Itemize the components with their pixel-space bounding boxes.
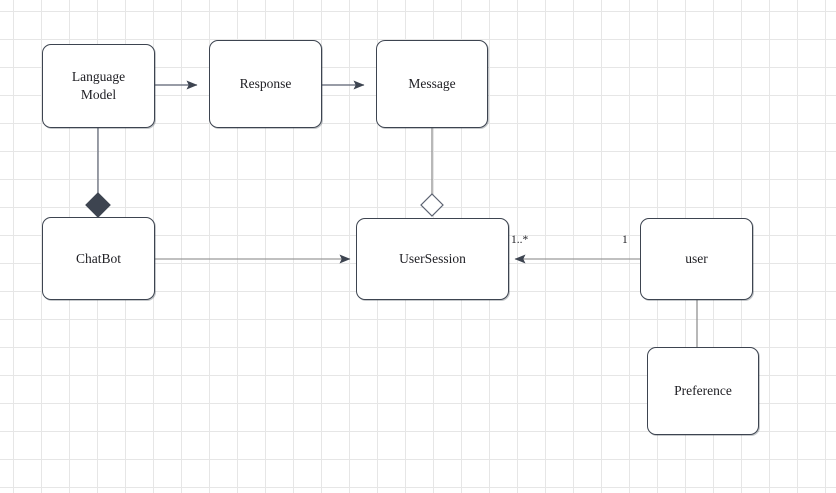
node-user[interactable]: user (640, 218, 753, 300)
node-preference[interactable]: Preference (647, 347, 759, 435)
hollow-diamond-icon (420, 193, 444, 217)
node-message-label: Message (408, 76, 456, 92)
multiplicity-user-side: 1 (622, 234, 628, 246)
node-chatbot[interactable]: ChatBot (42, 217, 155, 300)
node-language-model[interactable]: Language Model (42, 44, 155, 128)
node-usersession-label: UserSession (399, 251, 466, 267)
multiplicity-usersession-side: 1..* (511, 234, 529, 246)
filled-diamond-icon (85, 192, 111, 218)
node-language-model-label: Language Model (71, 69, 126, 102)
node-message[interactable]: Message (376, 40, 488, 128)
node-user-label: user (685, 251, 708, 267)
edge-message-to-usersession (420, 128, 444, 217)
node-response-label: Response (239, 76, 292, 92)
node-usersession[interactable]: UserSession (356, 218, 509, 300)
node-response[interactable]: Response (209, 40, 322, 128)
node-chatbot-label: ChatBot (75, 250, 121, 266)
node-preference-label: Preference (674, 383, 732, 399)
edge-language-model-to-chatbot (85, 128, 111, 218)
